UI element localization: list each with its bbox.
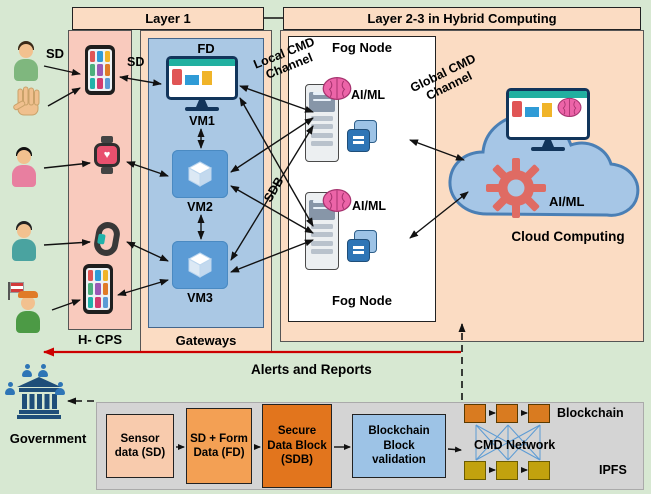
citizen-icon	[22, 364, 32, 377]
ai-brain-icon	[322, 189, 352, 212]
secure-data-block-box: Secure Data Block (SDB)	[262, 404, 332, 488]
aiml-label: AI/ML	[351, 88, 386, 102]
hcps-label: H- CPS	[77, 332, 123, 347]
hand-gesture-icon	[13, 86, 40, 116]
ipfs-block-icon	[496, 461, 518, 480]
heart-icon: ♥	[103, 149, 111, 161]
ipfs-label: IPFS	[599, 463, 627, 477]
gateways-label: Gateways	[175, 333, 237, 348]
patient-man-icon	[8, 220, 40, 270]
blockchain-block-icon	[528, 404, 550, 423]
blockchain-block-icon	[464, 404, 486, 423]
smart-devices-label: SD	[46, 46, 65, 61]
smartphone-icon	[85, 45, 115, 95]
cmd-network-label: CMD Network	[474, 438, 556, 452]
vm2-label: VM2	[187, 200, 213, 214]
aiml-label: AI/ML	[352, 199, 387, 213]
fog-node-top-label: Fog Node	[332, 40, 392, 55]
patient-girl-icon	[8, 146, 40, 196]
government-building-icon	[17, 377, 61, 419]
farmer-icon	[12, 291, 44, 342]
ai-brain-icon	[322, 77, 352, 100]
blockchain-validation-box: Blockchain Block validation	[352, 414, 446, 478]
ai-brain-icon	[557, 97, 582, 117]
sd-arrow-label: SD	[127, 55, 145, 69]
fog-node-bottom-label: Fog Node	[332, 293, 392, 308]
vm2-cube-icon	[172, 150, 228, 198]
alerts-reports-label: Alerts and Reports	[251, 362, 372, 377]
blockchain-label: Blockchain	[557, 406, 624, 420]
citizen-icon	[5, 382, 15, 395]
citizen-icon	[55, 382, 65, 395]
smartphone-icon	[83, 264, 113, 314]
gear-icon	[486, 158, 546, 218]
gateway-monitor-icon	[166, 56, 238, 111]
sensor-data-box: Sensor data (SD)	[106, 414, 174, 478]
vm1-label: VM1	[189, 114, 215, 128]
ipfs-block-icon	[464, 461, 486, 480]
citizen-icon	[38, 364, 48, 377]
data-files-icon	[347, 120, 377, 152]
layer1-header: Layer 1	[72, 7, 264, 30]
government-label: Government	[9, 431, 87, 446]
aiml-label: AI/ML	[549, 194, 585, 209]
layer23-header: Layer 2-3 in Hybrid Computing	[283, 7, 641, 30]
vm3-cube-icon	[172, 241, 228, 289]
sd-form-data-box: SD + Form Data (FD)	[186, 408, 252, 484]
blockchain-block-icon	[496, 404, 518, 423]
smartwatch-heart-icon: ♥	[93, 136, 121, 174]
data-files-icon	[347, 230, 377, 262]
cloud-computing-label: Cloud Computing	[511, 229, 625, 244]
vm3-label: VM3	[187, 291, 213, 305]
flag-icon	[8, 282, 24, 300]
fd-label: FD	[197, 41, 215, 56]
ipfs-block-icon	[528, 461, 550, 480]
patient-waving-icon	[10, 40, 42, 90]
